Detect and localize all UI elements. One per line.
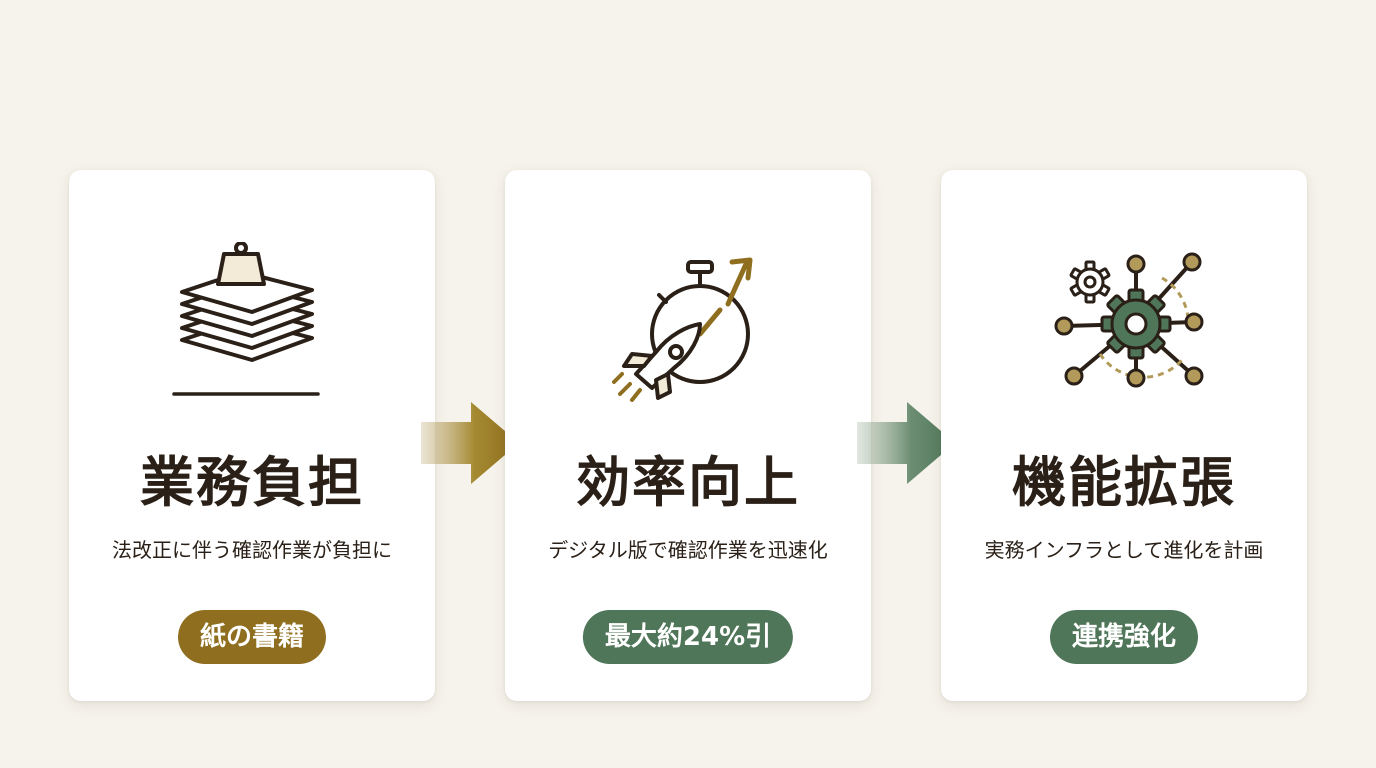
step-title: 機能拡張	[1012, 450, 1236, 514]
step-description: 実務インフラとして進化を計画	[984, 538, 1264, 562]
step-card-workload: 業務負担 法改正に伴う確認作業が負担に 紙の書籍	[69, 170, 435, 701]
step-description: 法改正に伴う確認作業が負担に	[112, 538, 392, 562]
step-badge: 紙の書籍	[177, 610, 327, 664]
gear-network-icon	[1054, 252, 1204, 388]
step-description: デジタル版で確認作業を迅速化	[548, 538, 828, 562]
step-badge: 連携強化	[1049, 610, 1199, 664]
step-card-extension: 機能拡張 実務インフラとして進化を計画 連携強化	[941, 170, 1307, 701]
step-title: 効率向上	[576, 450, 800, 514]
rocket-stopwatch-icon	[612, 257, 753, 402]
step-badge: 最大約24%引	[582, 610, 794, 664]
arrow-right-icon	[857, 402, 955, 484]
arrow-right-icon	[421, 402, 519, 484]
step-card-efficiency: 効率向上 デジタル版で確認作業を迅速化 最大約24%引	[505, 170, 871, 701]
weighted-paper-stack-icon	[172, 242, 320, 396]
step-title: 業務負担	[140, 450, 364, 514]
